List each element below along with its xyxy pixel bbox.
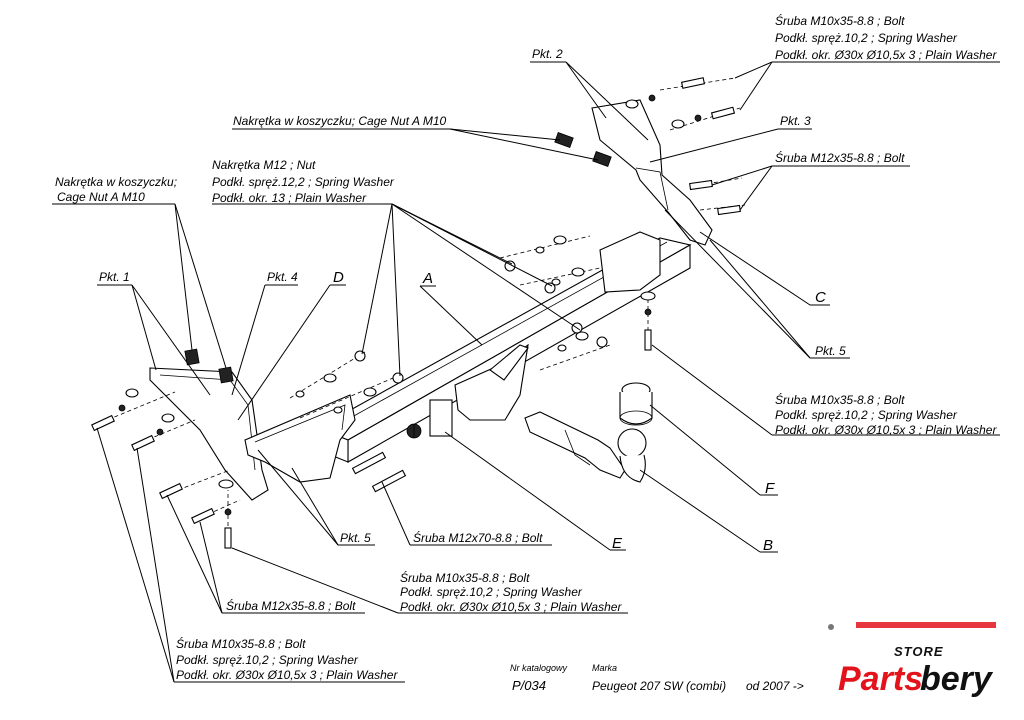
fasteners (91, 77, 746, 549)
logo-dot (828, 624, 834, 630)
vehicle-year: od 2007 -> (746, 679, 804, 693)
catalog-label: Nr katalogowy (510, 663, 568, 673)
leader-lines (52, 61, 1000, 683)
label-bolt-m12-left: Śruba M12x35-8.8 ; Bolt (226, 598, 356, 613)
label-pkt1: Pkt. 1 (99, 270, 130, 284)
logo-parts: Parts (838, 660, 923, 698)
label-cage-nut-left-1: Nakrętka w koszyczku; (55, 175, 177, 189)
label-nut-3: Podkł. okr. 13 ; Plain Washer (212, 191, 367, 205)
partsbery-logo: STORE Parts bery (828, 622, 996, 698)
label-bolt-mid-right-1: Śruba M10x35-8.8 ; Bolt (775, 392, 905, 407)
right-mounting-plate (599, 231, 661, 293)
label-cage-nut-left-2: Cage Nut A M10 (57, 190, 145, 204)
ball-cover-f (619, 382, 653, 426)
ball-arm-b (524, 411, 647, 483)
label-bolt-bottom-left-2: Podkł. spręż.10,2 ; Spring Washer (176, 653, 359, 667)
label-bolt-bottom-mid-2: Podkł. spręż.10,2 ; Spring Washer (400, 585, 583, 599)
label-pkt3: Pkt. 3 (780, 114, 811, 128)
label-letter-c: C (815, 289, 826, 306)
label-letter-f: F (765, 480, 775, 497)
vehicle-name: Peugeot 207 SW (combi) (592, 679, 726, 693)
title-block: Nr katalogowy P/034 Marka Peugeot 207 SW… (510, 663, 804, 693)
label-bolt-m12-right: Śruba M12x35-8.8 ; Bolt (775, 150, 905, 165)
label-bolt-bottom-mid-3: Podkł. okr. Ø30x Ø10,5x 3 ; Plain Washer (400, 600, 622, 614)
label-bolt-bottom-left-1: Śruba M10x35-8.8 ; Bolt (176, 636, 306, 651)
label-bolt-top-right-1: Śruba M10x35-8.8 ; Bolt (775, 13, 905, 28)
label-bolt-mid-right-2: Podkł. spręż.10,2 ; Spring Washer (775, 408, 958, 422)
label-cage-nut-top: Nakrętka w koszyczku; Cage Nut A M10 (233, 114, 447, 128)
center-hitch-bracket (406, 343, 529, 439)
label-bolt-bottom-mid-1: Śruba M10x35-8.8 ; Bolt (400, 570, 530, 585)
catalog-number: P/034 (512, 678, 546, 693)
label-bolt-mid-right-3: Podkł. okr. Ø30x Ø10,5x 3 ; Plain Washer (775, 423, 997, 437)
left-mounting-plate-d (244, 394, 356, 483)
labels: Śruba M10x35-8.8 ; Bolt Podkł. spręż.10,… (55, 13, 997, 682)
label-letter-b: B (763, 537, 773, 554)
label-letter-a: A (422, 270, 433, 287)
label-pkt5-left: Pkt. 5 (340, 531, 371, 545)
logo-store: STORE (894, 644, 944, 659)
make-label: Marka (592, 663, 617, 673)
label-pkt4: Pkt. 4 (267, 270, 298, 284)
left-side-bracket (149, 367, 269, 501)
label-bolt-top-right-2: Podkł. spręż.10,2 ; Spring Washer (775, 31, 958, 45)
label-bolt-top-right-3: Podkł. okr. Ø30x Ø10,5x 3 ; Plain Washer (775, 48, 997, 62)
label-bolt-bottom-left-3: Podkł. okr. Ø30x Ø10,5x 3 ; Plain Washer (176, 668, 398, 682)
label-nut-1: Nakrętka M12 ; Nut (212, 158, 316, 172)
logo-red-stripe (856, 622, 996, 628)
logo-bery: bery (920, 660, 994, 698)
label-pkt5-right: Pkt. 5 (815, 344, 846, 358)
right-side-bracket-c (591, 99, 713, 246)
label-letter-e: E (612, 535, 623, 552)
cage-nuts (184, 132, 612, 384)
label-pkt2: Pkt. 2 (532, 47, 563, 61)
label-bolt-m12x70: Śruba M12x70-8.8 ; Bolt (413, 530, 543, 545)
label-nut-2: Podkł. spręż.12,2 ; Spring Washer (212, 175, 395, 189)
label-letter-d: D (333, 269, 344, 286)
